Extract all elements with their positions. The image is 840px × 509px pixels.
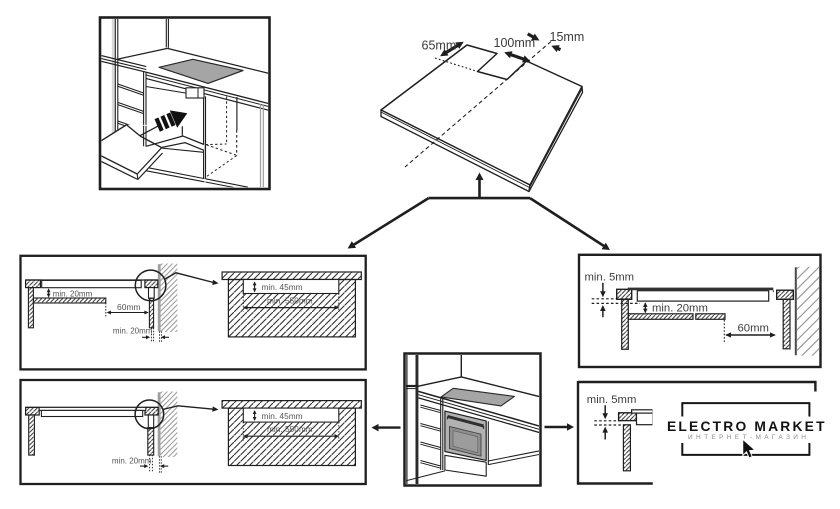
svg-text:60mm: 60mm bbox=[117, 302, 141, 312]
svg-text:15mm: 15mm bbox=[550, 30, 585, 44]
svg-text:min. 20mm: min. 20mm bbox=[652, 302, 708, 314]
svg-text:min. 550mm: min. 550mm bbox=[267, 296, 313, 306]
svg-text:min. 5mm: min. 5mm bbox=[587, 394, 637, 406]
svg-text:min. 20mm: min. 20mm bbox=[113, 326, 153, 335]
svg-text:min. 5mm: min. 5mm bbox=[585, 271, 635, 283]
svg-text:min. 550mm: min. 550mm bbox=[267, 424, 313, 434]
svg-text:min. 20mm: min. 20mm bbox=[53, 289, 93, 298]
svg-text:min. 20mm: min. 20mm bbox=[112, 456, 152, 465]
svg-text:ELECTRO MARKET: ELECTRO MARKET bbox=[667, 419, 825, 434]
svg-text:60mm: 60mm bbox=[738, 322, 769, 334]
svg-text:min. 45mm: min. 45mm bbox=[262, 411, 303, 421]
svg-text:min. 45mm: min. 45mm bbox=[262, 282, 303, 292]
svg-text:65mm: 65mm bbox=[422, 39, 457, 53]
svg-text:100mm: 100mm bbox=[494, 36, 536, 50]
